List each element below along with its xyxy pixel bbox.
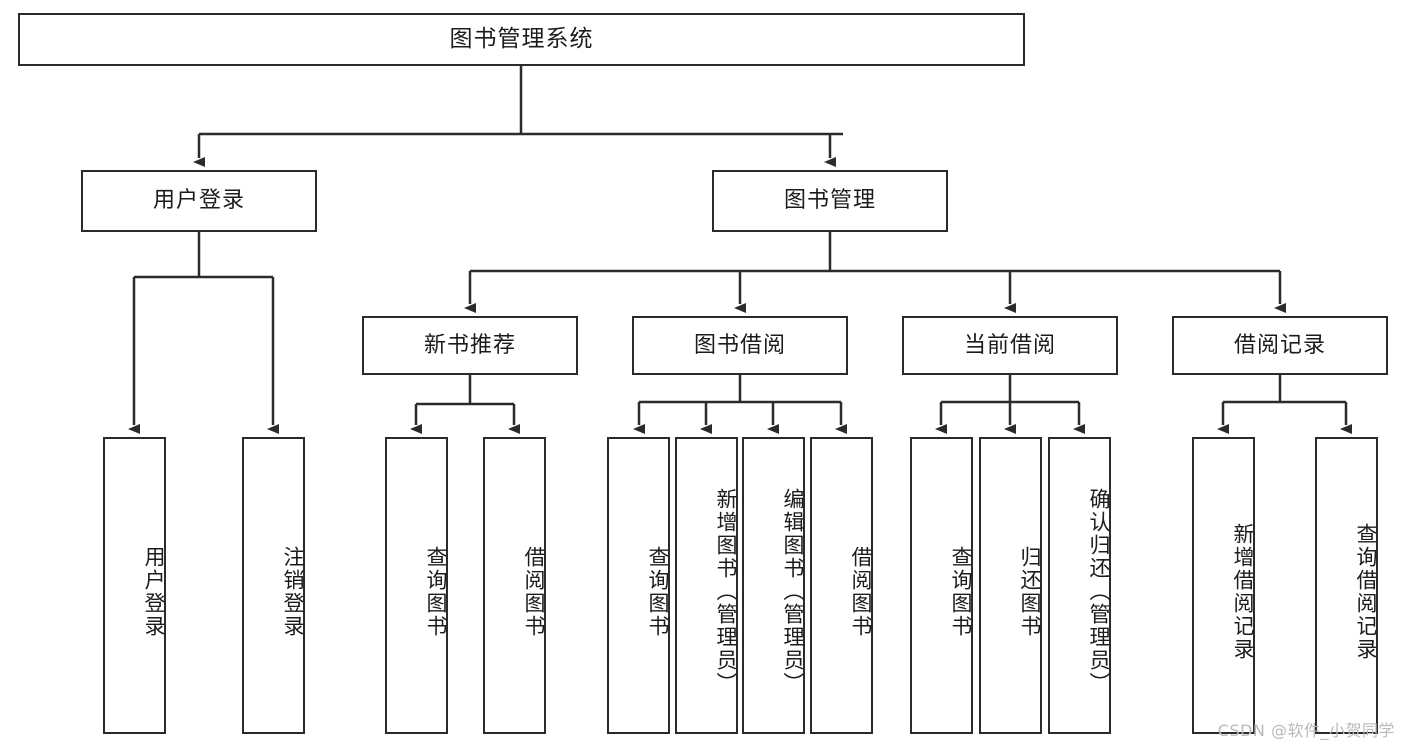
node-new-book-rec-label: 新书推荐 [423, 332, 516, 358]
node-leaf-confirm-return[interactable]: 确认归还（管理员） [1048, 437, 1111, 734]
node-book-manage[interactable]: 图书管理 [712, 170, 948, 232]
node-leaf-query-book-2[interactable]: 查询图书 [607, 437, 670, 734]
node-leaf-logout[interactable]: 注销登录 [242, 437, 305, 734]
node-leaf-borrow-book-1-label: 借阅图书 [522, 545, 546, 638]
node-current-borrow-label: 当前借阅 [963, 332, 1056, 358]
node-book-manage-label: 图书管理 [783, 188, 876, 214]
node-new-book-rec[interactable]: 新书推荐 [362, 316, 578, 375]
node-current-borrow[interactable]: 当前借阅 [902, 316, 1118, 375]
node-leaf-edit-book-label: 编辑图书（管理员） [781, 488, 805, 695]
node-leaf-return-book[interactable]: 归还图书 [979, 437, 1042, 734]
node-leaf-query-record-label: 查询借阅记录 [1354, 522, 1378, 661]
node-book-borrow[interactable]: 图书借阅 [632, 316, 848, 375]
node-leaf-logout-label: 注销登录 [281, 545, 305, 638]
node-root[interactable]: 图书管理系统 [18, 13, 1025, 66]
node-root-label: 图书管理系统 [449, 26, 594, 53]
node-leaf-add-record-label: 新增借阅记录 [1231, 522, 1255, 661]
node-leaf-add-book[interactable]: 新增图书（管理员） [675, 437, 738, 734]
node-leaf-add-record[interactable]: 新增借阅记录 [1192, 437, 1255, 734]
node-user-login-label: 用户登录 [152, 188, 245, 214]
node-leaf-query-book-1[interactable]: 查询图书 [385, 437, 448, 734]
node-leaf-user-login-label: 用户登录 [142, 545, 166, 638]
watermark: CSDN @软件_小贺同学 [1217, 721, 1395, 740]
node-leaf-query-book-2-label: 查询图书 [646, 545, 670, 638]
node-borrow-record[interactable]: 借阅记录 [1172, 316, 1388, 375]
node-leaf-return-book-label: 归还图书 [1018, 545, 1042, 638]
node-leaf-query-book-3[interactable]: 查询图书 [910, 437, 973, 734]
node-leaf-confirm-return-label: 确认归还（管理员） [1087, 488, 1111, 695]
node-book-borrow-label: 图书借阅 [693, 332, 786, 358]
node-leaf-edit-book[interactable]: 编辑图书（管理员） [742, 437, 805, 734]
node-leaf-query-record[interactable]: 查询借阅记录 [1315, 437, 1378, 734]
node-leaf-user-login[interactable]: 用户登录 [103, 437, 166, 734]
node-user-login[interactable]: 用户登录 [81, 170, 317, 232]
node-leaf-add-book-label: 新增图书（管理员） [714, 488, 738, 695]
node-borrow-record-label: 借阅记录 [1233, 332, 1326, 358]
node-leaf-borrow-book-1[interactable]: 借阅图书 [483, 437, 546, 734]
node-leaf-borrow-book-2-label: 借阅图书 [849, 545, 873, 638]
node-leaf-query-book-3-label: 查询图书 [949, 545, 973, 638]
node-leaf-query-book-1-label: 查询图书 [424, 545, 448, 638]
node-leaf-borrow-book-2[interactable]: 借阅图书 [810, 437, 873, 734]
